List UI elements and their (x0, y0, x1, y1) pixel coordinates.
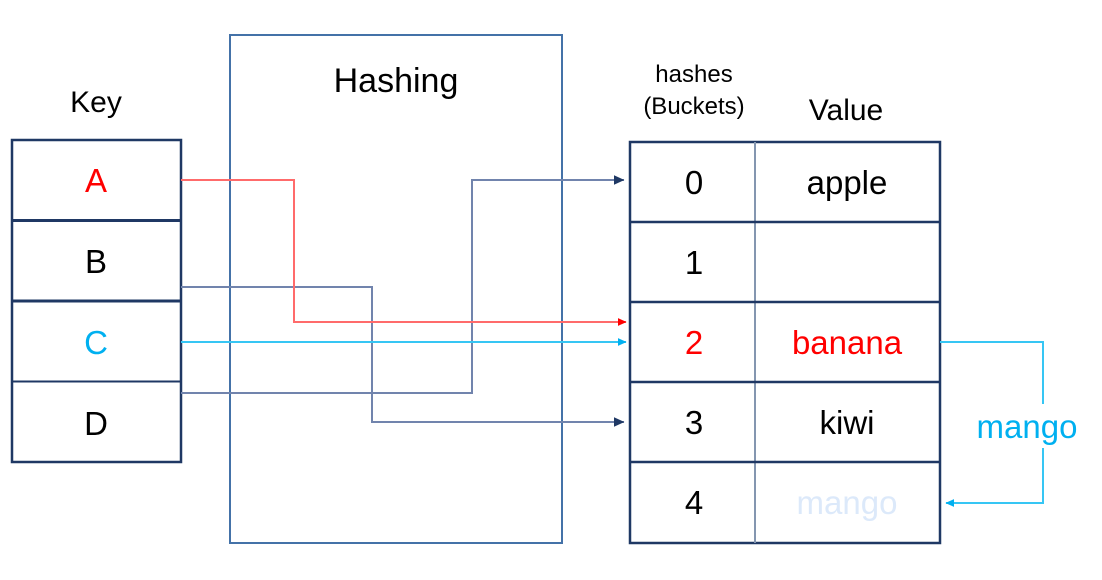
hash-bucket-4: 4 (685, 484, 703, 521)
connector-d-to-bucket-0 (181, 175, 625, 394)
hashing-box-outline (229, 34, 563, 544)
hash-bucket-0: 0 (685, 164, 703, 201)
key-cell-b: B (85, 243, 107, 280)
connector-a-to-bucket-2 (181, 179, 627, 326)
key-cell-c: C (84, 324, 108, 361)
connector-b-to-bucket-3 (181, 286, 625, 427)
hash-bucket-2: 2 (685, 324, 703, 361)
key-cell-a: A (85, 162, 107, 199)
hash-value-2: banana (792, 324, 903, 361)
mango-label-backdrop (962, 404, 1092, 448)
hashes-column-header: hashes (Buckets) (643, 61, 744, 120)
hash-value-3: kiwi (820, 404, 875, 441)
hash-value-0: apple (807, 164, 888, 201)
hash-table: 0 1 2 3 4 apple banana kiwi mango (628, 140, 942, 545)
key-cell-d: D (84, 405, 108, 442)
mango-annotation-label: mango (977, 408, 1078, 445)
hashes-header-line2: (Buckets) (643, 93, 744, 120)
key-table: A B C D (10, 138, 183, 464)
hash-bucket-3: 3 (685, 404, 703, 441)
hash-value-4: mango (797, 484, 898, 521)
hash-bucket-1: 1 (685, 244, 703, 281)
hashing-box: Hashing (229, 34, 563, 544)
hash-table-outline (628, 140, 942, 545)
key-column-header: Key (70, 86, 122, 119)
hashes-header-line1: hashes (655, 61, 732, 88)
hashing-box-label: Hashing (334, 62, 459, 100)
value-column-header: Value (809, 94, 884, 127)
